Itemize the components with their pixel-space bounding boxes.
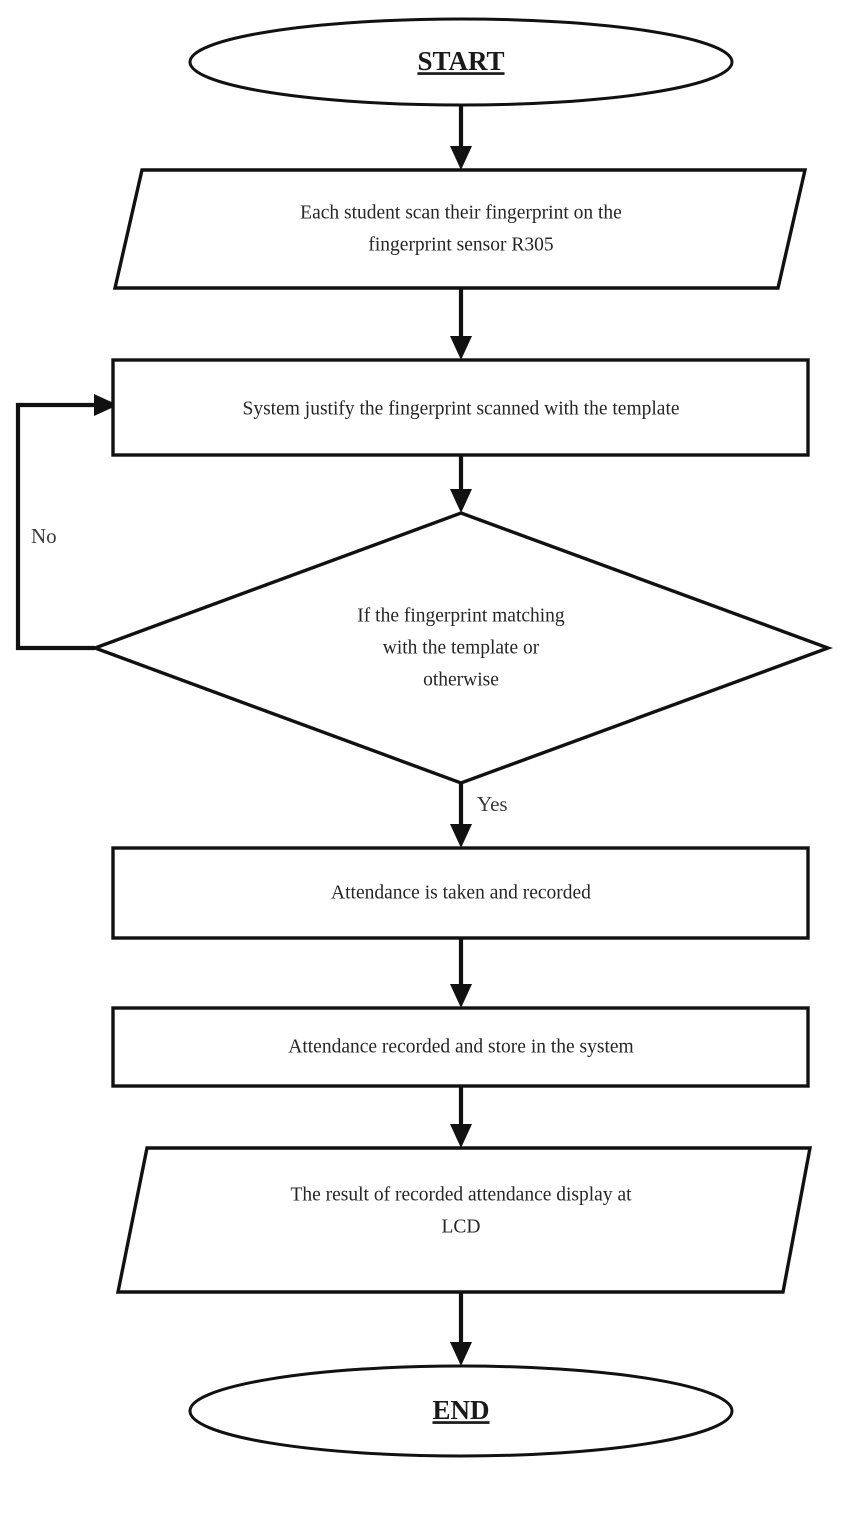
arrow-head-icon: [450, 489, 472, 513]
node-attendance-taken[interactable]: Attendance is taken and recorded: [111, 846, 810, 940]
node-system-justify[interactable]: System justify the fingerprint scanned w…: [111, 358, 810, 457]
end-label: END: [432, 1395, 489, 1425]
node-start[interactable]: START: [188, 17, 734, 107]
edge-label-no: No: [31, 524, 57, 548]
node-attendance-stored[interactable]: Attendance recorded and store in the sys…: [111, 1006, 810, 1088]
node-end[interactable]: END: [188, 1364, 734, 1458]
display-line2: LCD: [442, 1216, 481, 1237]
display-parallelogram-shape: [115, 1146, 813, 1294]
arrow-head-icon: [450, 824, 472, 848]
connector-display-to-end: [450, 1292, 472, 1366]
arrow-head-icon: [450, 336, 472, 360]
arrow-head-icon: [450, 146, 472, 170]
attendance-taken-rectangle-shape: [111, 846, 810, 940]
scan-parallelogram-shape: [112, 168, 808, 290]
decision-diamond-shape: [90, 511, 833, 785]
edge-label-yes: Yes: [477, 792, 508, 816]
end-ellipse-shape: [188, 1364, 734, 1458]
arrow-head-icon: [450, 1342, 472, 1366]
start-label: START: [417, 46, 504, 76]
arrow-head-icon: [450, 984, 472, 1008]
decision-line2: with the template or: [383, 637, 540, 658]
connector-justify-to-decision: [450, 455, 472, 513]
arrow-head-icon: [94, 394, 118, 416]
connector-stored-to-display: [450, 1086, 472, 1148]
display-line1: The result of recorded attendance displa…: [290, 1184, 632, 1205]
justify-rectangle-shape: [111, 358, 810, 457]
node-decision-fingerprint-match[interactable]: If the fingerprint matching with the tem…: [90, 511, 833, 785]
scan-line2: fingerprint sensor R305: [368, 234, 553, 255]
scan-line1: Each student scan their fingerprint on t…: [300, 202, 622, 223]
justify-line1: System justify the fingerprint scanned w…: [242, 398, 679, 419]
arrow-head-icon: [450, 1124, 472, 1148]
node-display-lcd[interactable]: The result of recorded attendance displa…: [115, 1146, 813, 1294]
node-scan-fingerprint[interactable]: Each student scan their fingerprint on t…: [112, 168, 808, 290]
decision-line3: otherwise: [423, 669, 499, 690]
decision-line1: If the fingerprint matching: [357, 605, 565, 626]
attendance-stored-rectangle-shape: [111, 1006, 810, 1088]
connector-scan-to-justify: [450, 288, 472, 360]
connector-decision-no-loop: [15, 394, 118, 651]
connector-start-to-scan: [450, 105, 472, 170]
start-ellipse-shape: [188, 17, 734, 107]
attendance-stored-line1: Attendance recorded and store in the sys…: [288, 1036, 633, 1057]
connector-taken-to-stored: [450, 938, 472, 1008]
connector-decision-to-attendance-taken: [450, 783, 472, 848]
attendance-taken-line1: Attendance is taken and recorded: [331, 882, 591, 903]
